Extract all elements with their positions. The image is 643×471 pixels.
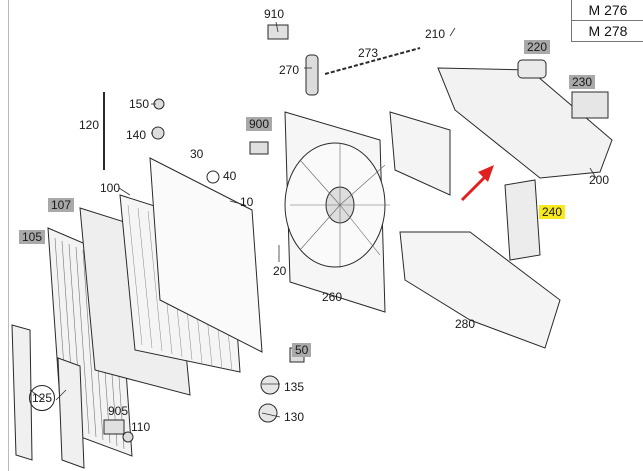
part-label-910[interactable]: 910 bbox=[264, 7, 285, 21]
part-label-210[interactable]: 210 bbox=[425, 27, 446, 41]
part-label-100[interactable]: 100 bbox=[100, 181, 121, 195]
part-label-270[interactable]: 270 bbox=[279, 63, 300, 77]
part-label-905[interactable]: 905 bbox=[108, 404, 129, 418]
part-label-10[interactable]: 10 bbox=[240, 195, 254, 209]
part-240-drawing bbox=[504, 179, 541, 261]
part-230-drawing bbox=[571, 91, 609, 119]
part-label-230[interactable]: 230 bbox=[569, 75, 596, 89]
part-label-130[interactable]: 130 bbox=[284, 410, 305, 424]
part-label-200[interactable]: 200 bbox=[589, 173, 610, 187]
part-label-220[interactable]: 220 bbox=[524, 40, 551, 54]
part-label-120[interactable]: 120 bbox=[79, 118, 100, 132]
part-label-105[interactable]: 105 bbox=[19, 230, 46, 244]
part-label-240[interactable]: 240 bbox=[539, 205, 566, 219]
part-label-273[interactable]: 273 bbox=[358, 46, 379, 60]
part-220-drawing bbox=[517, 59, 547, 79]
part-label-30[interactable]: 30 bbox=[190, 147, 204, 161]
part-label-125[interactable]: 125 bbox=[29, 385, 55, 411]
part-label-900[interactable]: 900 bbox=[246, 117, 273, 131]
part-label-280[interactable]: 280 bbox=[455, 317, 476, 331]
part-label-110[interactable]: 110 bbox=[131, 420, 151, 434]
radiator-tank-10-drawing bbox=[149, 157, 263, 353]
cable-273-drawing bbox=[324, 47, 421, 75]
part-label-260[interactable]: 260 bbox=[322, 290, 343, 304]
part-label-107[interactable]: 107 bbox=[48, 198, 75, 212]
part-label-50[interactable]: 50 bbox=[292, 343, 312, 357]
engine-code-table: M 276 M 278 bbox=[571, 0, 643, 42]
part-label-150[interactable]: 150 bbox=[129, 97, 150, 111]
air-guide-280-drawing bbox=[399, 231, 561, 349]
part-label-140[interactable]: 140 bbox=[126, 128, 147, 142]
page-border-line bbox=[8, 0, 9, 471]
part-label-40[interactable]: 40 bbox=[223, 169, 237, 183]
side-bracket-125-drawing bbox=[11, 324, 33, 461]
part-label-135[interactable]: 135 bbox=[284, 380, 305, 394]
engine-code-m278: M 278 bbox=[588, 23, 628, 39]
part-label-20[interactable]: 20 bbox=[273, 264, 287, 278]
fan-assembly-drawing bbox=[284, 111, 390, 313]
engine-code-m276: M 276 bbox=[572, 0, 643, 21]
red-arrow-icon bbox=[460, 165, 494, 202]
